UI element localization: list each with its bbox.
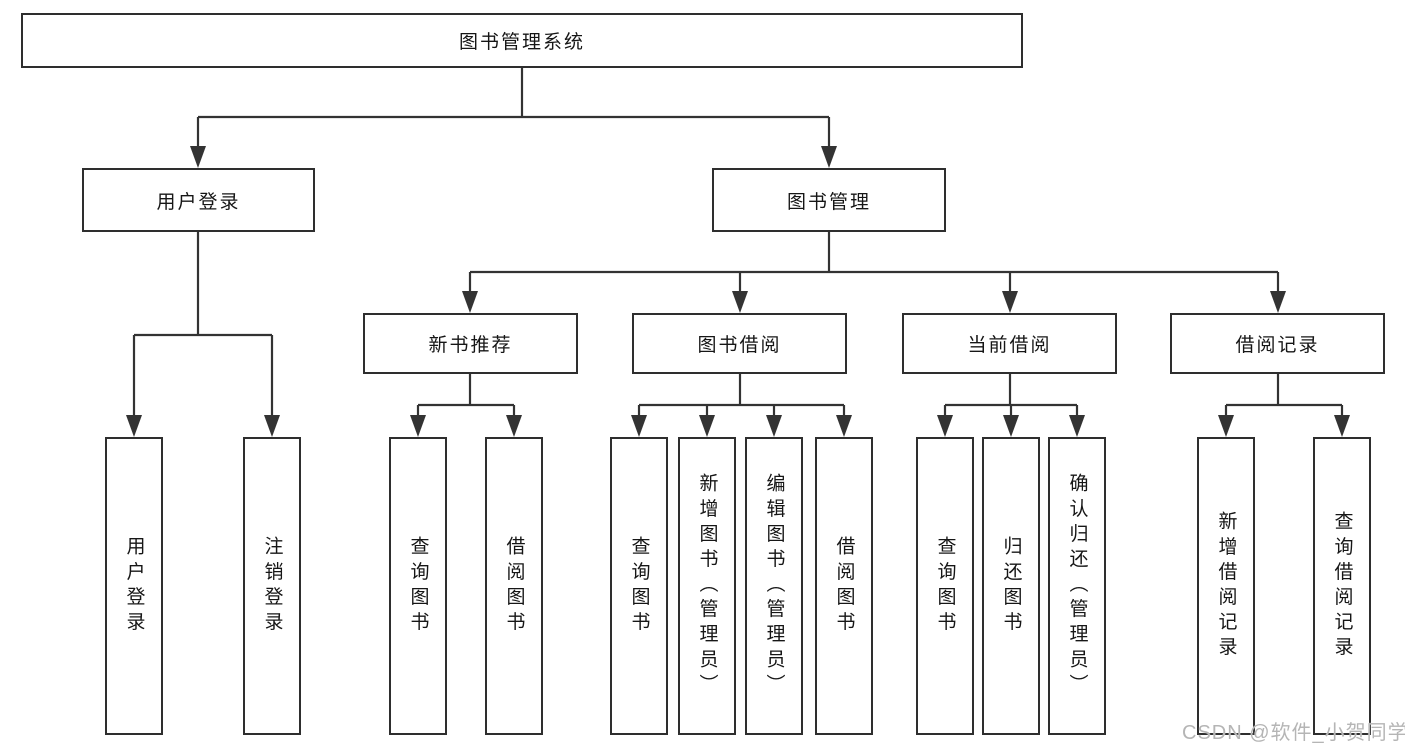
- node-user-login: 用户登录: [82, 168, 315, 232]
- leaf-query-books: 查询图书: [389, 437, 447, 735]
- leaf-label: 借阅图书: [833, 535, 855, 637]
- leaf-add-books-admin: 新增图书（管理员）: [678, 437, 736, 735]
- leaf-return-books: 归还图书: [982, 437, 1040, 735]
- leaf-label: 确认归还（管理员）: [1066, 473, 1088, 699]
- leaf-query-books: 查询图书: [610, 437, 668, 735]
- leaf-label: 查询借阅记录: [1331, 510, 1353, 662]
- leaf-query-borrow-record: 查询借阅记录: [1313, 437, 1371, 735]
- node-borrow-records: 借阅记录: [1170, 313, 1385, 374]
- leaf-user-login: 用户登录: [105, 437, 163, 735]
- leaf-label: 借阅图书: [503, 535, 525, 637]
- leaf-borrow-books: 借阅图书: [485, 437, 543, 735]
- leaf-logout: 注销登录: [243, 437, 301, 735]
- leaf-label: 新增图书（管理员）: [696, 473, 718, 699]
- leaf-label: 查询图书: [407, 535, 429, 637]
- leaf-edit-books-admin: 编辑图书（管理员）: [745, 437, 803, 735]
- leaf-label: 查询图书: [628, 535, 650, 637]
- leaf-borrow-books: 借阅图书: [815, 437, 873, 735]
- leaf-query-books: 查询图书: [916, 437, 974, 735]
- leaf-label: 归还图书: [1000, 535, 1022, 637]
- leaf-add-borrow-record: 新增借阅记录: [1197, 437, 1255, 735]
- leaf-confirm-return-admin: 确认归还（管理员）: [1048, 437, 1106, 735]
- node-library-system: 图书管理系统: [21, 13, 1023, 68]
- node-book-management: 图书管理: [712, 168, 946, 232]
- leaf-label: 编辑图书（管理员）: [763, 473, 785, 699]
- node-current-borrow: 当前借阅: [902, 313, 1117, 374]
- csdn-watermark: CSDN @软件_小贺同学: [1182, 722, 1405, 744]
- leaf-label: 新增借阅记录: [1215, 510, 1237, 662]
- leaf-label: 用户登录: [123, 535, 145, 637]
- leaf-label: 注销登录: [261, 535, 283, 637]
- node-book-borrow: 图书借阅: [632, 313, 847, 374]
- node-new-book-recommend: 新书推荐: [363, 313, 578, 374]
- leaf-label: 查询图书: [934, 535, 956, 637]
